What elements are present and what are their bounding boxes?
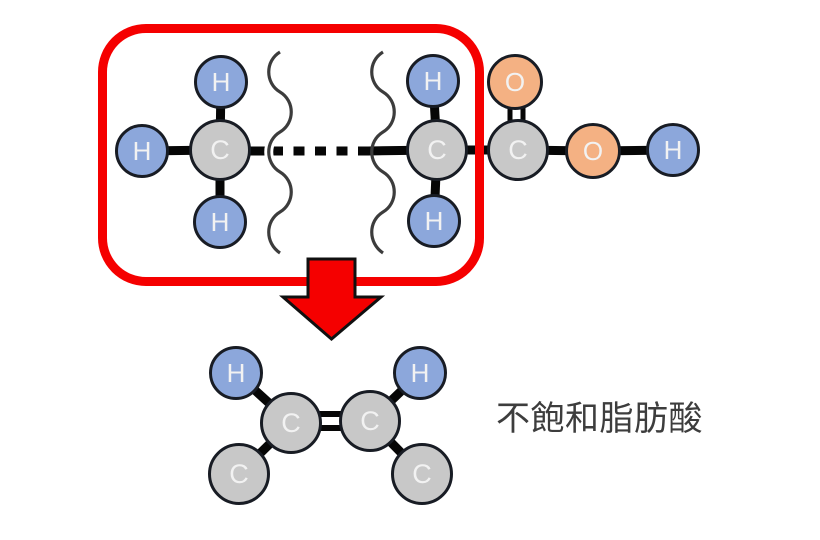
atom-label: H — [132, 135, 152, 166]
atom-label: H — [663, 134, 683, 165]
atom-c-chain-left: C — [208, 443, 270, 505]
atom-label: C — [508, 134, 528, 165]
atom-label: O — [504, 66, 526, 97]
atom-label: O — [582, 135, 604, 166]
atom-label: H — [423, 65, 443, 96]
atom-c-double-left: C — [260, 392, 322, 454]
atom-label: H — [424, 205, 444, 236]
down-arrow — [278, 257, 386, 341]
highlight-box — [98, 24, 484, 286]
atom-c-double-right: C — [339, 390, 401, 452]
wavy-break-line-left — [267, 50, 293, 255]
atom-h-left-unsat: H — [209, 346, 263, 400]
wavy-break-line-right — [370, 50, 396, 255]
atom-label: C — [427, 134, 447, 165]
atom-h-hydroxyl: H — [646, 123, 700, 177]
atom-c-chain-right: C — [391, 443, 453, 505]
diagram-label: 不飽和脂肪酸 — [496, 401, 703, 438]
atom-label: H — [210, 206, 230, 237]
atom-h-top-left: H — [194, 55, 248, 109]
atom-h-top-right: H — [406, 54, 460, 108]
atom-h-left: H — [115, 124, 169, 178]
atom-h-bottom-left: H — [193, 195, 247, 249]
atom-label: C — [360, 405, 380, 436]
atom-o-double: O — [487, 54, 543, 110]
atom-o-hydroxyl: O — [565, 123, 621, 179]
atom-c-carboxyl: C — [487, 119, 549, 181]
atom-c-right: C — [406, 119, 468, 181]
atom-c-left: C — [189, 119, 251, 181]
atom-label: C — [210, 134, 230, 165]
atom-label: H — [211, 66, 231, 97]
atom-label: C — [412, 458, 432, 489]
atom-label: H — [226, 357, 246, 388]
atom-label: H — [410, 357, 430, 388]
atom-h-bottom-right: H — [407, 194, 461, 248]
atom-label: C — [229, 458, 249, 489]
atom-h-right-unsat: H — [393, 346, 447, 400]
atom-label: C — [281, 407, 301, 438]
